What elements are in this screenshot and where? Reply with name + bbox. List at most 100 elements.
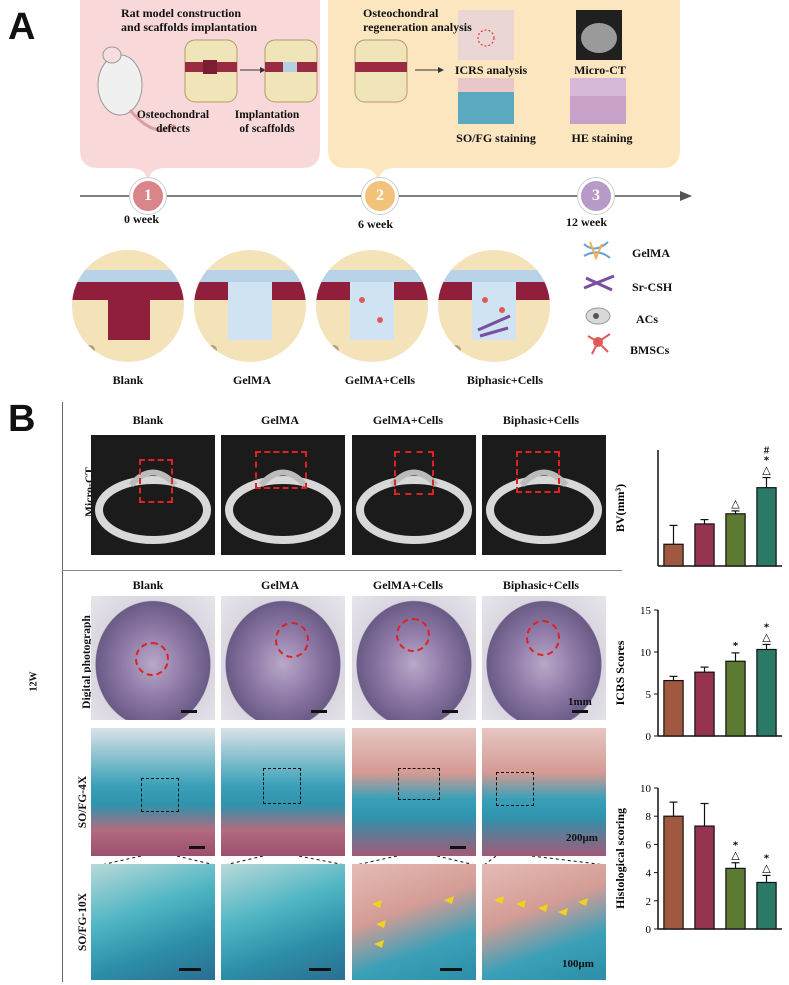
microct-roi-biphasic-cells — [516, 451, 560, 493]
stage2-title: Osteochondral regeneration analysis — [363, 6, 472, 34]
zoom-box-gelma — [263, 768, 301, 804]
arrow-2 — [415, 67, 444, 73]
scalebar-photo-gelma — [311, 710, 327, 713]
legend-acs-label: ACs — [636, 312, 659, 326]
row-label-sofg-4x: SO/FG-4X — [77, 775, 89, 829]
icrs-thumb — [458, 10, 514, 60]
timepoint-3-marker: 3 — [578, 178, 614, 214]
scalebar-10x-blank — [179, 968, 201, 971]
legend-bmscs-label: BMSCs — [630, 343, 670, 357]
legend-sr-csh-label: Sr-CSH — [632, 280, 673, 294]
bmscs-icon — [587, 333, 611, 355]
analysis-icrs: ICRS analysis — [454, 63, 528, 77]
microct-image-gelma — [221, 435, 345, 555]
panel-a-letter: A — [8, 6, 36, 48]
acs-icon — [585, 307, 611, 325]
hist-annotation-2: * — [733, 840, 739, 852]
hist-ytick-label: 8 — [646, 811, 652, 823]
defect-circle-gelma — [275, 622, 309, 658]
analysis-he: HE staining — [571, 131, 633, 145]
zoom-box-blank — [141, 778, 179, 812]
icrs-annotation-3: * — [764, 621, 770, 633]
analysis-microct: Micro-CT — [574, 63, 626, 77]
photo-col-gelma: GelMA — [261, 578, 299, 592]
legend-icons — [583, 241, 615, 355]
bv-annotation-3: * — [764, 455, 770, 467]
scale-label-200um: 200μm — [566, 832, 598, 844]
bv-bar-3 — [756, 487, 777, 567]
scalebar-photo-gelma-cells — [442, 710, 458, 713]
stage1-defect-label: Osteochondral defects — [136, 109, 210, 135]
ct-col-gelma: GelMA — [261, 413, 299, 427]
sofg10x-image-gelma-cells — [352, 864, 476, 980]
icrs-annotation-3: △ — [762, 631, 771, 643]
hist-ytick-label: 10 — [640, 783, 652, 795]
arrow-icons-biphasic-cells — [494, 896, 588, 916]
gelma-icon — [583, 241, 611, 261]
zoom-box-gelma-cells — [398, 768, 440, 800]
hist-annotation-3: * — [764, 852, 770, 864]
schematic-gelma-cells — [316, 250, 428, 362]
hist-ytick-label: 4 — [646, 868, 652, 880]
icrs-bar-1 — [694, 671, 715, 737]
panel-b-divider — [62, 402, 63, 982]
timepoint-1-marker: 1 — [130, 178, 166, 214]
timepoint-2-marker: 2 — [362, 178, 398, 214]
rat-illustration — [97, 46, 176, 132]
ct-col-blank: Blank — [132, 413, 164, 427]
group-scaffold-schematics — [72, 250, 550, 362]
scalebar-4x-blank — [189, 846, 205, 849]
photo-image-gelma — [221, 596, 345, 720]
microct-image-gelma-cells — [352, 435, 476, 555]
defect-circle-gelma-cells — [396, 618, 430, 652]
icrs-ytick-label: 15 — [640, 605, 652, 617]
photo-image-biphasic-cells: 1mm — [482, 596, 606, 720]
photo-col-biphasic-cells: Biphasic+Cells — [502, 578, 580, 592]
ct-col-gelma-cells: GelMA+Cells — [372, 413, 444, 427]
scale-label-100um: 100μm — [562, 958, 594, 970]
timepoint-2-label: 6 week — [358, 217, 393, 231]
arrow-1 — [240, 67, 266, 73]
bv-ylabel: BV(mm³) — [613, 484, 627, 532]
row-separator — [62, 570, 622, 571]
icrs-ylabel: ICRS Scores — [613, 640, 627, 705]
microct-image-biphasic-cells — [482, 435, 606, 555]
bv-bar-2 — [725, 513, 746, 567]
icrs-circle — [477, 29, 495, 47]
bv-bar-0 — [663, 543, 684, 567]
hist-bar-0 — [663, 815, 684, 930]
icrs-ytick-label: 5 — [646, 689, 652, 701]
timepoint-3-label: 12 week — [566, 215, 607, 229]
hist-bar-1 — [694, 825, 715, 930]
row-label-sofg-10x: SO/FG-10X — [77, 892, 89, 952]
sofg10x-image-biphasic-cells: 100μm — [482, 864, 606, 980]
schematic-blank — [72, 250, 184, 362]
bv-annotation-2: △ — [731, 498, 740, 510]
bv-bar-1 — [694, 523, 715, 567]
arrow-icons-gelma-cells — [372, 896, 454, 948]
defect-circle-biphasic-cells — [526, 620, 560, 656]
time-label-12w: 12W — [28, 671, 40, 692]
ct-col-biphasic-cells: Biphasic+Cells — [502, 413, 580, 427]
microct-image-blank — [91, 435, 215, 555]
hist-ytick-label: 6 — [646, 839, 652, 851]
joint-analysis — [354, 39, 408, 103]
hist-annotation-3: △ — [762, 862, 771, 874]
defect-circle-blank — [135, 642, 169, 676]
scalebar-4x-gelma-cells — [450, 846, 466, 849]
hist-bar-3 — [756, 881, 777, 930]
icrs-bar-0 — [663, 679, 684, 737]
hist-ylabel: Histological scoring — [613, 808, 627, 909]
stage1-title: Rat model construction and scaffolds imp… — [121, 6, 258, 34]
photo-col-blank: Blank — [132, 578, 164, 592]
joint-defect — [184, 39, 238, 103]
bv-annotation-3: # — [764, 445, 770, 457]
icrs-ytick-label: 0 — [646, 731, 652, 742]
microct-roi-blank — [139, 459, 173, 503]
icrs-annotation-2: * — [733, 640, 739, 652]
stage1-implant-label: Implantation of scaffolds — [234, 109, 300, 135]
group-label-biphasic-cells: Biphasic+Cells — [466, 373, 544, 387]
legend-gelma-label: GelMA — [632, 246, 670, 260]
zoom-connectors — [100, 856, 607, 866]
photo-col-gelma-cells: GelMA+Cells — [372, 578, 444, 592]
